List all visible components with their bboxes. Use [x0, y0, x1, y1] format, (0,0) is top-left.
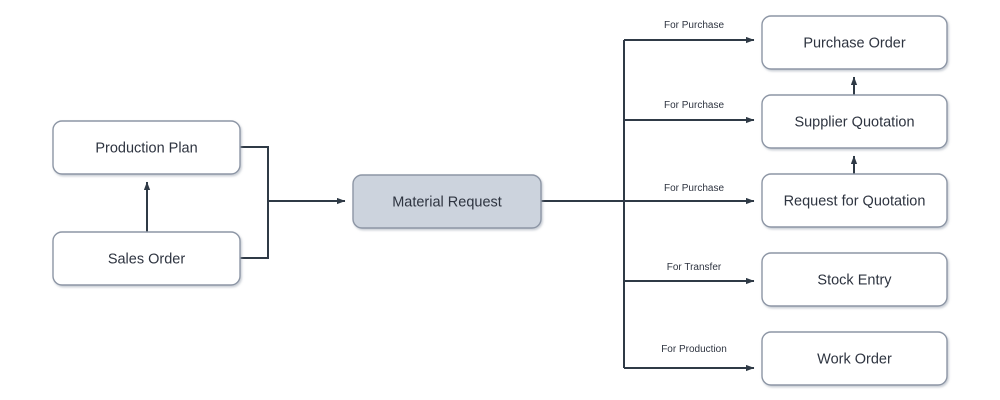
node-request-for-quotation[interactable]: Request for Quotation — [761, 173, 948, 228]
edge-production-plan-to-merge[interactable] — [240, 146, 269, 201]
node-sales-order[interactable]: Sales Order — [52, 231, 241, 286]
node-work-order[interactable]: Work Order — [761, 331, 948, 386]
node-supplier-quotation-box[interactable] — [761, 94, 948, 149]
node-layer: Production Plan Sales Order Material Req… — [52, 15, 948, 386]
node-production-plan[interactable]: Production Plan — [52, 120, 241, 175]
edge-layer — [143, 36, 858, 372]
node-purchase-order[interactable]: Purchase Order — [761, 15, 948, 70]
edge-label-stock-entry: For Transfer — [667, 262, 722, 273]
node-request-for-quotation-box[interactable] — [761, 173, 948, 228]
node-production-plan-box[interactable] — [52, 120, 241, 175]
edge-label-work-order: For Production — [661, 344, 727, 355]
edge-sales-order-to-merge[interactable] — [240, 201, 269, 259]
node-supplier-quotation[interactable]: Supplier Quotation — [761, 94, 948, 149]
node-stock-entry-box[interactable] — [761, 252, 948, 307]
node-work-order-box[interactable] — [761, 331, 948, 386]
node-material-request-box[interactable] — [352, 174, 542, 229]
edge-label-supplier-quotation: For Purchase — [664, 100, 724, 111]
edge-label-request-for-quotation: For Purchase — [664, 183, 724, 194]
edge-label-purchase-order: For Purchase — [664, 20, 724, 31]
node-sales-order-box[interactable] — [52, 231, 241, 286]
edge-material-request-to-fanout[interactable] — [541, 40, 625, 368]
node-stock-entry[interactable]: Stock Entry — [761, 252, 948, 307]
edge-label-layer: For Purchase For Purchase For Purchase F… — [661, 20, 727, 355]
node-material-request[interactable]: Material Request — [352, 174, 542, 229]
node-purchase-order-box[interactable] — [761, 15, 948, 70]
